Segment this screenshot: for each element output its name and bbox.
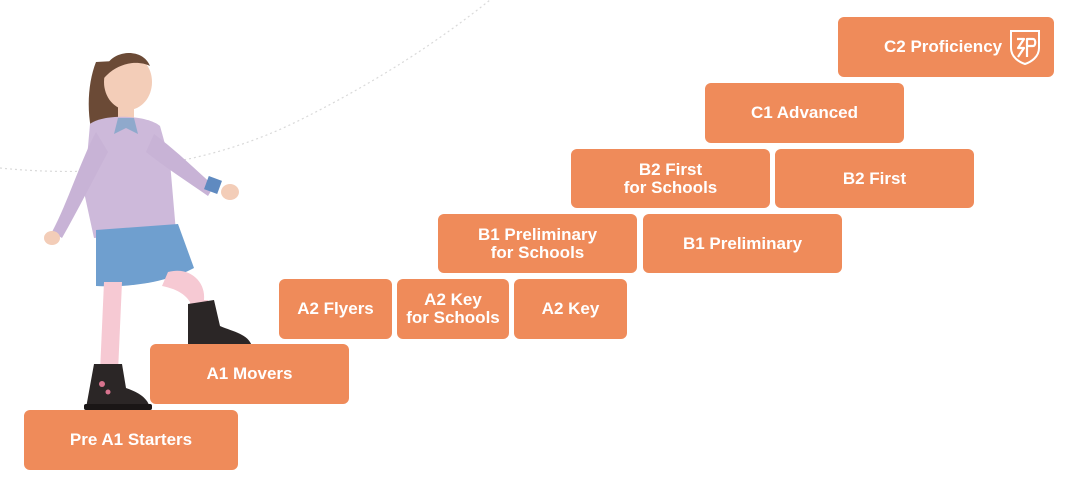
step-b2-first-for-schools: B2 First for Schools: [571, 149, 770, 208]
step-label: A2 Flyers: [297, 299, 374, 318]
step-label: B2 First: [842, 168, 907, 188]
step-label: A2 Key: [541, 299, 600, 318]
step-label: Pre A1 Starters: [69, 430, 193, 449]
step-label: C1 Advanced: [750, 103, 859, 122]
step-a2-flyers: A2 Flyers: [279, 279, 392, 339]
step-label: A2 Key for Schools: [406, 290, 500, 327]
step-label: B1 Preliminary for Schools: [477, 224, 598, 262]
step-a2-key-for-schools: A2 Key for Schools: [397, 279, 509, 339]
step-label: B2 First for Schools: [623, 159, 718, 197]
step-pre-a1-starters: Pre A1 Starters: [24, 410, 238, 470]
step-b1-preliminary-for-schools: B1 Preliminary for Schools: [438, 214, 637, 273]
step-label: C2 Proficiency: [884, 37, 1003, 56]
step-b1-preliminary: B1 Preliminary: [643, 214, 842, 273]
step-a2-key: A2 Key: [514, 279, 627, 339]
girl-climbing-illustration: [44, 53, 254, 410]
shield-logo-icon: [1010, 30, 1040, 66]
step-label: A1 Movers: [206, 364, 293, 383]
step-c2-proficiency: C2 Proficiency: [838, 17, 1054, 77]
step-b2-first: B2 First: [775, 149, 974, 208]
step-label: B1 Preliminary: [682, 233, 803, 253]
step-a1-movers: A1 Movers: [150, 344, 349, 404]
step-c1-advanced: C1 Advanced: [705, 83, 904, 143]
